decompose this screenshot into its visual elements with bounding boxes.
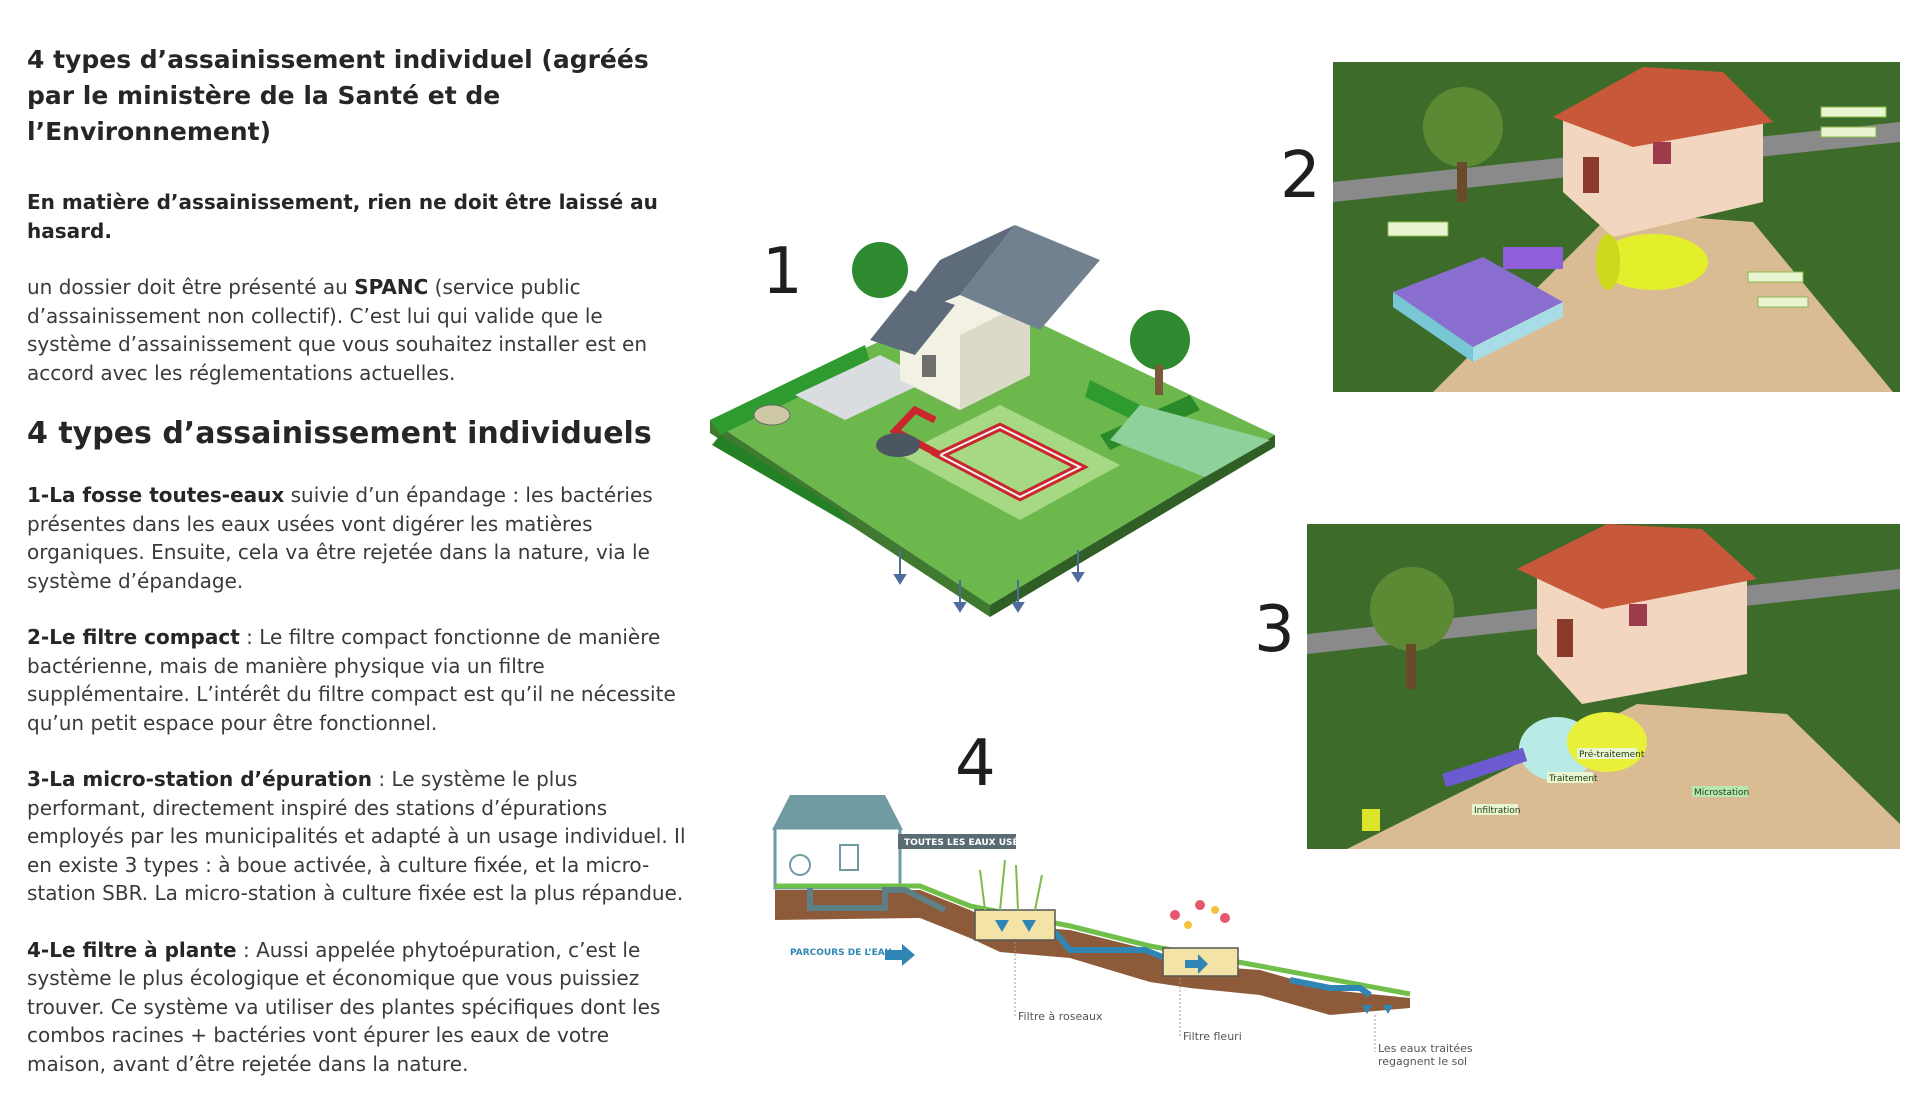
label-pretraitement: Pré-traitement <box>1579 749 1645 760</box>
item-paragraph: 1-La fosse toutes-eaux suivie d’un épand… <box>27 481 687 595</box>
micro-station-illustration: Pré-traitement Traitement Microstation I… <box>1307 524 1900 849</box>
item-title: 2-Le filtre compact <box>27 625 240 649</box>
item-paragraph: 4-Le filtre à plante : Aussi appelée phy… <box>27 936 687 1079</box>
figure-number-1: 1 <box>762 235 803 309</box>
lead-text: En matière d’assainissement, rien ne doi… <box>27 190 658 243</box>
label-filtre-roseaux: Filtre à roseaux <box>1018 1010 1103 1023</box>
label-traitement: Traitement <box>1548 774 1598 784</box>
label-infiltration: Infiltration <box>1474 806 1521 816</box>
intro-paragraph: un dossier doit être présenté au SPANC (… <box>27 273 687 387</box>
item-text: suivie d’un épandage : les bactéries pré… <box>27 483 653 593</box>
figure-number-3: 3 <box>1254 593 1295 667</box>
item-text: : Le système le plus performant, directe… <box>27 767 686 905</box>
item-title: 3-La micro-station d’épuration <box>27 767 372 791</box>
section-title: 4 types d’assainissement individuels <box>27 416 652 451</box>
article: 4 types d’assainissement individuel (agr… <box>27 42 687 1106</box>
spanc-term: SPANC <box>354 275 429 299</box>
item-title: 4-Le filtre à plante <box>27 937 237 962</box>
item-paragraph: 3-La micro-station d’épuration : Le syst… <box>27 765 687 908</box>
item-title: 1-La fosse toutes-eaux <box>27 483 285 507</box>
label-eaux-traitees-1: Les eaux traitées <box>1378 1042 1473 1055</box>
item-text: : Aussi appelée phytoépuration, c’est le… <box>27 937 661 1076</box>
compact-filter-illustration <box>1333 62 1900 392</box>
intro-before: un dossier doit être présenté au <box>27 275 355 299</box>
plant-filter-illustration: TOUTES LES EAUX USÉES PARCOURS DE L’EAU … <box>772 795 1473 1068</box>
label-parcours: PARCOURS DE L’EAU <box>790 948 892 958</box>
label-toutes-eaux: TOUTES LES EAUX USÉES <box>904 836 1031 848</box>
septic-tank-illustration <box>710 225 1275 617</box>
figure-number-4: 4 <box>955 727 996 801</box>
page-title: 4 types d’assainissement individuel (agr… <box>27 45 649 146</box>
label-microstation: Microstation <box>1694 788 1749 798</box>
intro-after: (service public d’assainissement non col… <box>27 275 647 385</box>
item-text: : Le filtre compact fonctionne de manièr… <box>27 625 676 735</box>
label-eaux-traitees-2: regagnent le sol <box>1378 1055 1467 1068</box>
figure-number-2: 2 <box>1280 139 1321 213</box>
item-paragraph: 2-Le filtre compact : Le filtre compact … <box>27 623 687 737</box>
label-filtre-fleuri: Filtre fleuri <box>1183 1030 1242 1043</box>
